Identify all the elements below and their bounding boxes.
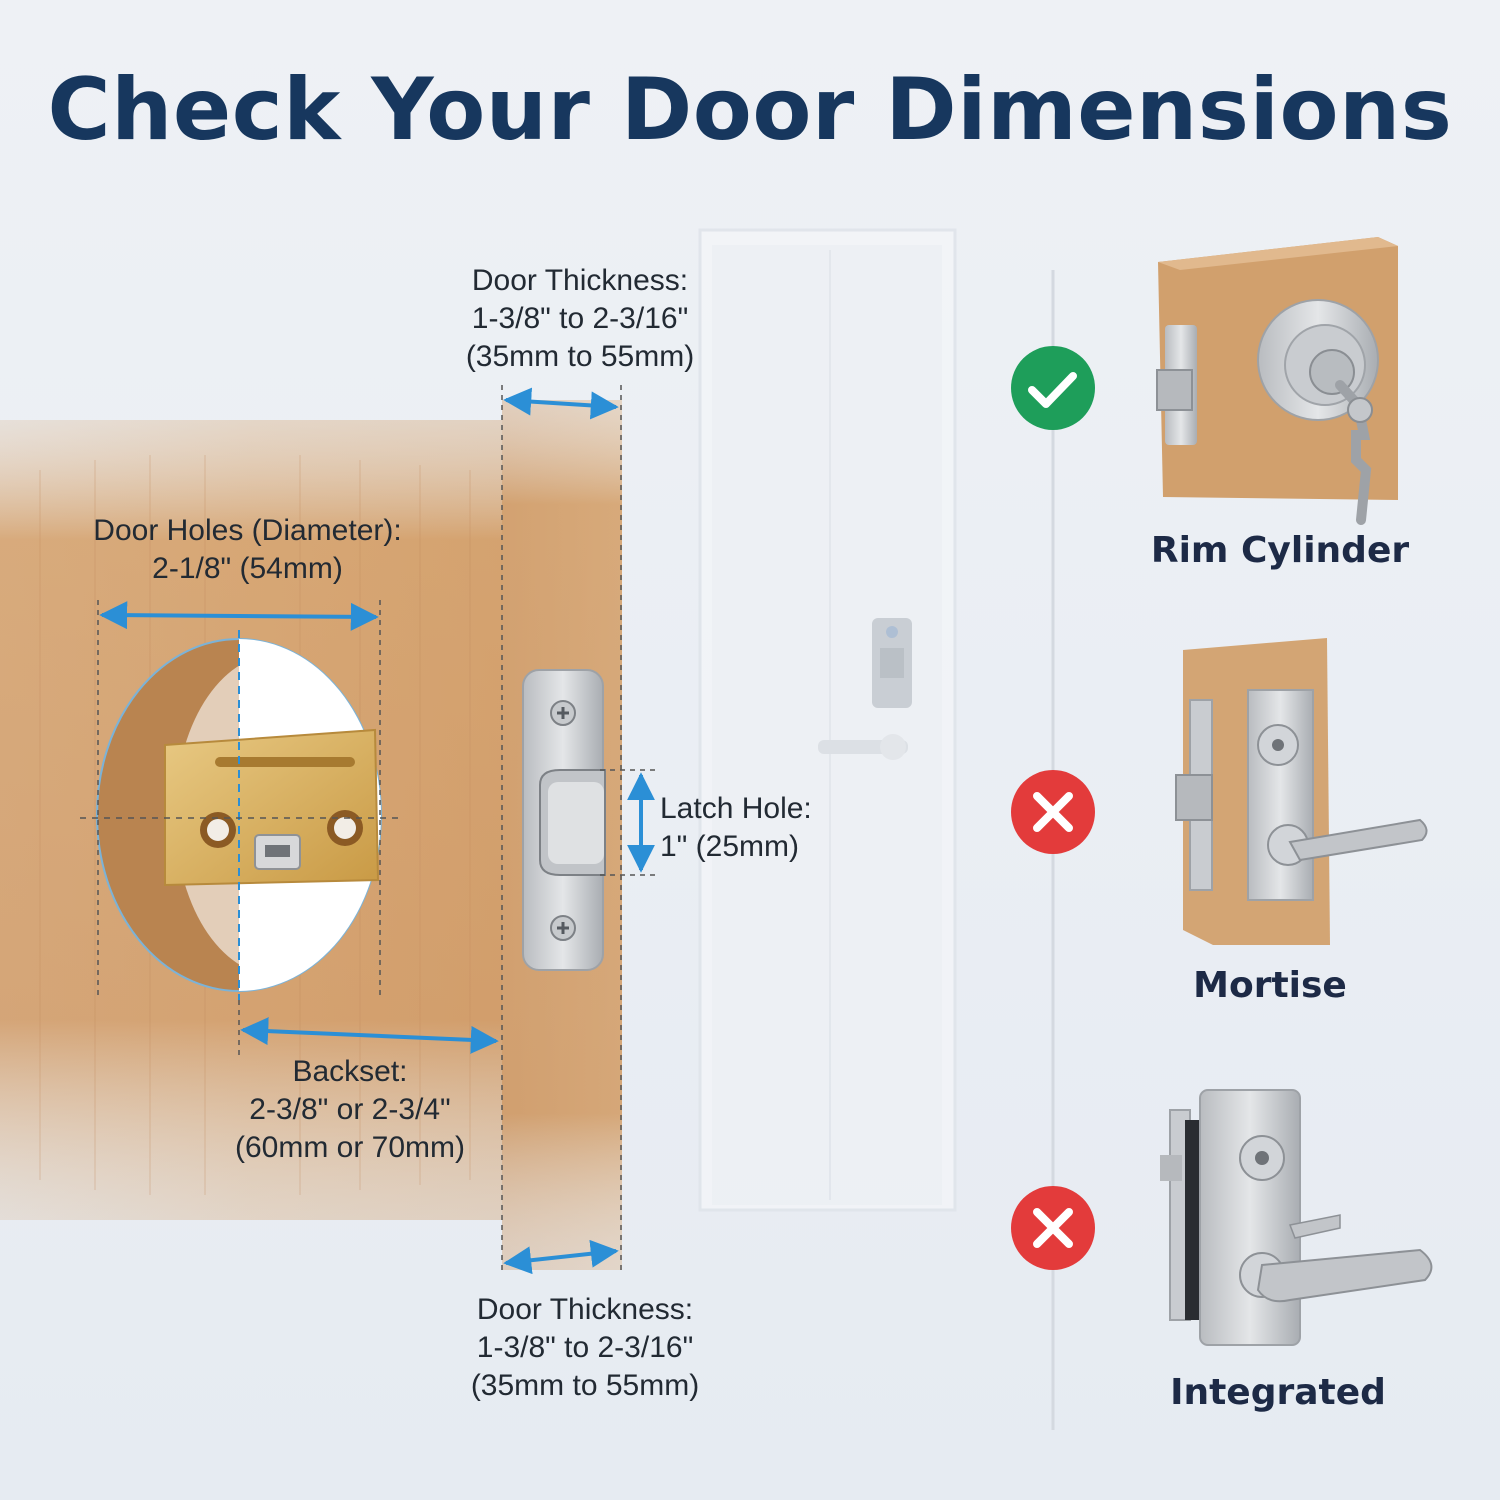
mortise-image: [1175, 638, 1428, 945]
door-holes-arrow: [99, 601, 379, 631]
latch-faceplate: [522, 669, 606, 971]
backset-mm: (60mm or 70mm): [234, 1131, 466, 1164]
integrated-image: [1160, 1089, 1433, 1346]
latch-hole-title: Latch Hole:: [660, 792, 812, 825]
page-title: Check Your Door Dimensions: [47, 60, 1453, 160]
lock-type-rim-cylinder: Rim Cylinder: [1150, 530, 1410, 571]
door-thickness-bottom-title: Door Thickness:: [476, 1293, 694, 1326]
backset-label: Backset: 2-3/8" or 2-3/4" (60mm or 70mm): [200, 1053, 500, 1167]
door-thickness-top-mm: (35mm to 55mm): [465, 340, 695, 373]
x-circle-icon: [1011, 770, 1095, 854]
door-thickness-bottom-label: Door Thickness: 1-3/8" to 2-3/16" (35mm …: [435, 1291, 735, 1405]
guide-lines: [97, 385, 655, 1275]
latch-hole-label: Latch Hole: 1" (25mm): [660, 790, 880, 866]
backset-inches: 2-3/8" or 2-3/4": [249, 1093, 451, 1126]
backset-arrow: [240, 1017, 499, 1054]
door-holes-title: Door Holes (Diameter):: [93, 514, 402, 547]
x-circle-icon: [1011, 1186, 1095, 1270]
lock-type-mortise: Mortise: [1193, 965, 1347, 1006]
dimension-arrows: [99, 387, 655, 1275]
rim-cylinder-image: [1156, 237, 1398, 525]
bore-hole: [80, 630, 400, 1000]
door-thickness-bottom-mm: (35mm to 55mm): [470, 1369, 700, 1402]
door-holes-value: 2-1/8" (54mm): [152, 552, 343, 585]
door-holes-label: Door Holes (Diameter): 2-1/8" (54mm): [50, 512, 445, 588]
door-thickness-bottom-inches: 1-3/8" to 2-3/16": [476, 1331, 694, 1364]
door-thickness-top-arrow: [503, 387, 619, 420]
latch-hole-value: 1" (25mm): [660, 830, 799, 863]
backset-title: Backset:: [292, 1055, 408, 1088]
door-thickness-top-title: Door Thickness:: [471, 264, 689, 297]
check-circle-icon: [1011, 346, 1095, 430]
door-thickness-top-label: Door Thickness: 1-3/8" to 2-3/16" (35mm …: [430, 262, 730, 376]
door-thickness-top-inches: 1-3/8" to 2-3/16": [471, 302, 689, 335]
door-thickness-bottom-arrow: [503, 1239, 619, 1275]
lock-type-integrated: Integrated: [1170, 1372, 1386, 1413]
background-door: [698, 228, 957, 1212]
